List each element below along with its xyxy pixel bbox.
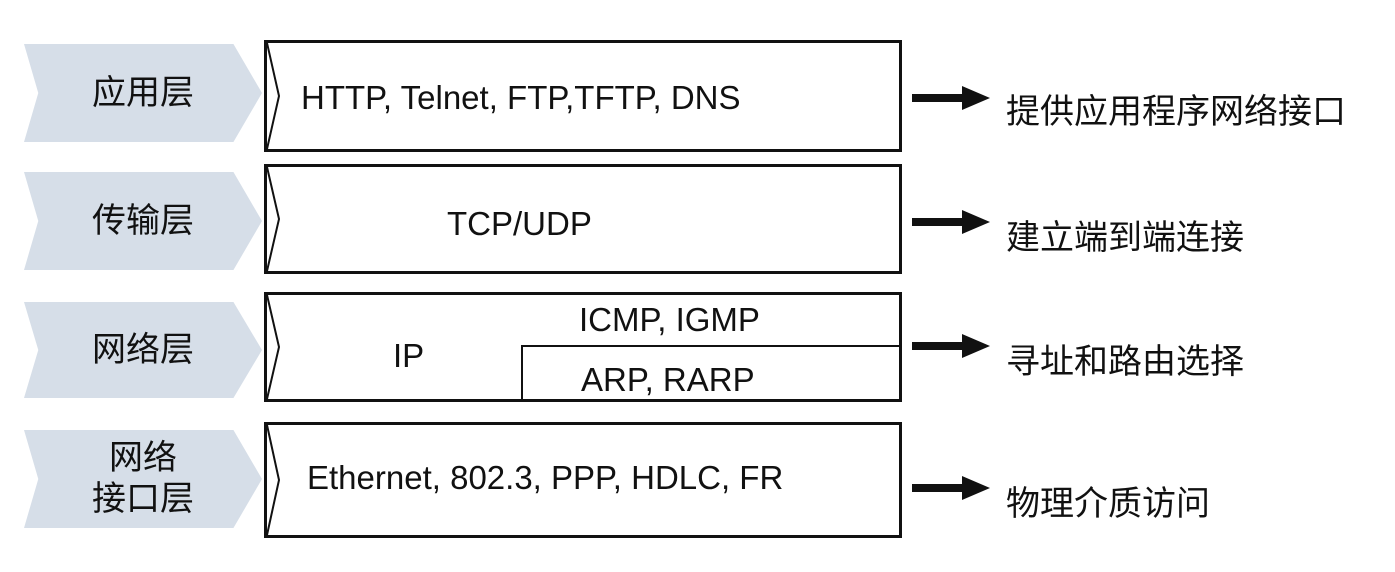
sub-protocol-divider-vertical [521, 345, 523, 399]
arrow-right-icon [912, 476, 990, 500]
layer-name: 网络 接口层 [92, 438, 194, 520]
protocol-arp-rarp: ARP, RARP [581, 361, 755, 398]
protocol-list: TCP/UDP [447, 205, 592, 242]
layer-tag-application: 应用层 [24, 44, 262, 142]
layer-tag-network: 网络层 [24, 302, 262, 398]
layer-function: 建立端到端连接 [1006, 218, 1244, 258]
layer-function: 物理介质访问 [1006, 484, 1210, 524]
layer-tag-transport: 传输层 [24, 172, 262, 270]
chevron-notch-icon [267, 43, 281, 149]
layer-name: 应用层 [92, 72, 194, 113]
protocol-icmp-igmp: ICMP, IGMP [579, 301, 760, 338]
protocol-box-network: IP ICMP, IGMP ARP, RARP [264, 292, 902, 402]
protocol-list: Ethernet, 802.3, PPP, HDLC, FR [307, 459, 784, 496]
layer-tag-network-interface: 网络 接口层 [24, 430, 262, 528]
chevron-notch-icon [267, 295, 281, 399]
sub-protocol-divider [521, 345, 899, 347]
protocol-ip: IP [393, 337, 425, 374]
layer-name-line1: 网络 [109, 438, 177, 479]
chevron-notch-icon [267, 425, 281, 535]
chevron-notch-icon [267, 167, 281, 271]
layer-function: 提供应用程序网络接口 [1006, 92, 1346, 132]
layer-function: 寻址和路由选择 [1006, 342, 1244, 382]
layer-name-line2: 接口层 [92, 479, 194, 519]
layer-name: 传输层 [92, 200, 194, 241]
protocol-box-transport: TCP/UDP [264, 164, 902, 274]
protocol-box-network-interface: Ethernet, 802.3, PPP, HDLC, FR [264, 422, 902, 538]
arrow-right-icon [912, 334, 990, 358]
arrow-right-icon [912, 86, 990, 110]
layer-name: 网络层 [92, 329, 194, 370]
protocol-box-application: HTTP, Telnet, FTP,TFTP, DNS [264, 40, 902, 152]
protocol-list: HTTP, Telnet, FTP,TFTP, DNS [301, 79, 741, 116]
arrow-right-icon [912, 210, 990, 234]
